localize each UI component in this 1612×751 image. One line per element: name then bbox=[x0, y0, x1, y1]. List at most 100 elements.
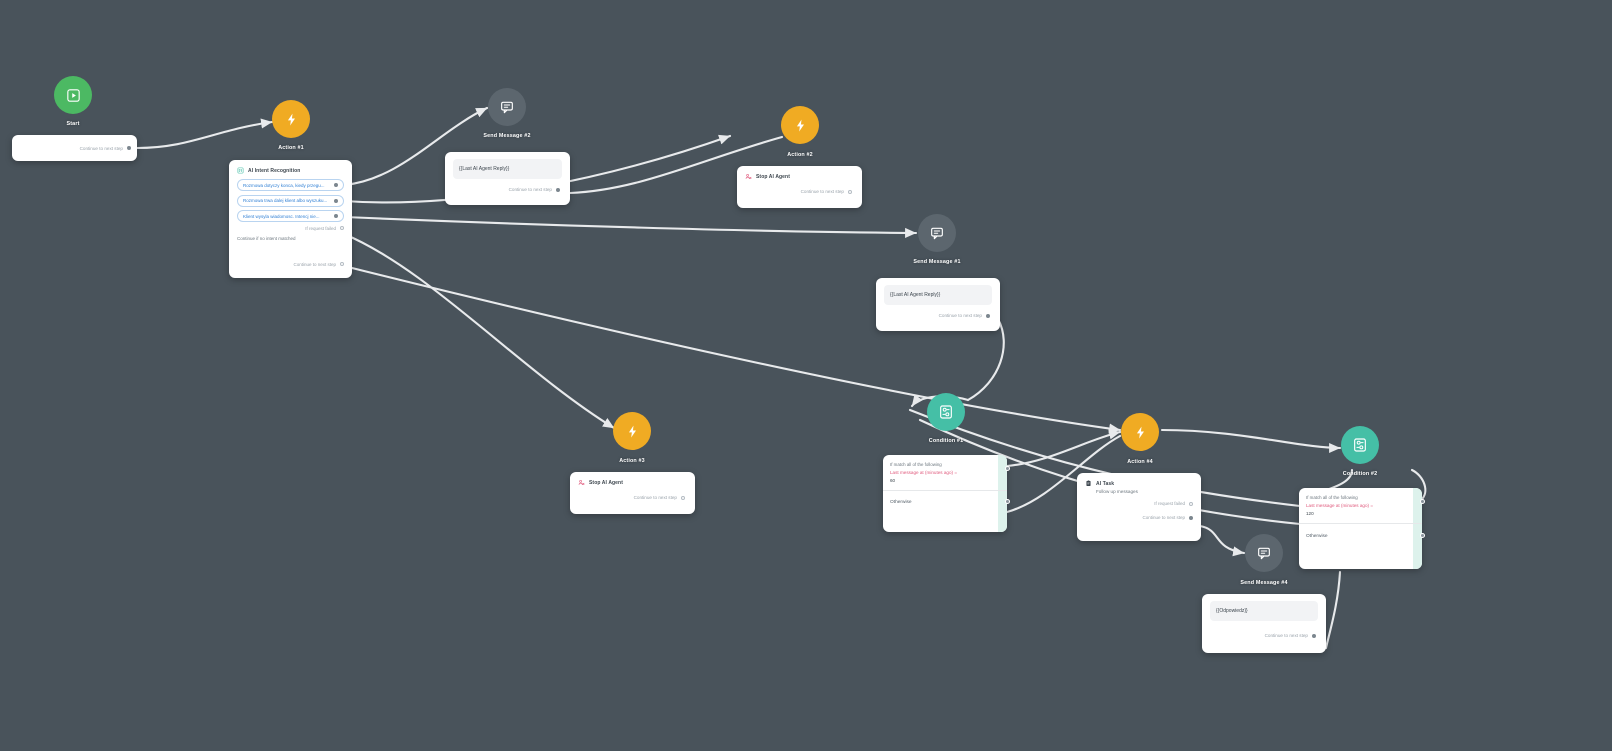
start-continue-row[interactable]: Continue to next step bbox=[12, 137, 137, 160]
node-send-message-4[interactable] bbox=[1245, 534, 1283, 572]
condition-otherwise-label: Otherwise bbox=[890, 499, 912, 505]
card-condition-2[interactable]: If match all of the following Last messa… bbox=[1299, 488, 1425, 569]
condition-icon bbox=[940, 405, 952, 419]
connector-dot[interactable] bbox=[1004, 466, 1010, 471]
node-label-action-1: Action #1 bbox=[278, 145, 304, 151]
ai-task-icon bbox=[1086, 480, 1091, 486]
node-label-condition-1: Condition #1 bbox=[928, 438, 964, 444]
connector-dot[interactable] bbox=[1419, 532, 1425, 538]
lightning-icon bbox=[1136, 426, 1144, 438]
node-action-2[interactable] bbox=[781, 106, 819, 144]
continue-row[interactable]: Continue to next step bbox=[453, 187, 562, 192]
message-body[interactable]: {{Odpowiedz}} bbox=[1210, 601, 1318, 621]
condition-branch-match[interactable]: If match all of the following Last messa… bbox=[883, 455, 1010, 490]
chat-icon bbox=[931, 227, 943, 240]
condition-expression: Last message at (minutes ago) = bbox=[890, 470, 958, 475]
connector-dot[interactable] bbox=[681, 495, 685, 500]
no-intent-label: Continue if no intent matched bbox=[237, 235, 296, 241]
ai-task-subtitle: Follow up messages bbox=[1096, 489, 1138, 494]
request-failed-row[interactable]: If request failed bbox=[237, 226, 344, 231]
node-send-message-1[interactable] bbox=[918, 214, 956, 252]
card-title: AI Task bbox=[1096, 480, 1115, 487]
request-failed-label: If request failed bbox=[305, 225, 336, 231]
card-action-1[interactable]: AI Intent Recognition Rozmowa dotyczy ko… bbox=[229, 160, 352, 278]
stop-agent-icon bbox=[745, 174, 752, 179]
node-action-4[interactable] bbox=[1121, 413, 1159, 451]
card-send-message-4[interactable]: {{Odpowiedz}} Continue to next step bbox=[1202, 594, 1326, 653]
connector-dot[interactable] bbox=[334, 183, 338, 187]
play-icon bbox=[66, 88, 80, 102]
continue-label: Continue to next step bbox=[293, 261, 336, 267]
connector-dot[interactable] bbox=[127, 146, 131, 150]
intent-icon bbox=[237, 167, 244, 174]
card-header: Stop AI Agent bbox=[578, 479, 687, 486]
connector-dot[interactable] bbox=[556, 187, 560, 192]
message-body[interactable]: {{Last AI Agent Reply}} bbox=[453, 159, 562, 179]
node-label-send-message-2: Send Message #2 bbox=[483, 133, 531, 139]
intent-label: Rozmowa trwa dalej klient albo wyszuku..… bbox=[243, 198, 328, 203]
node-label-send-message-1: Send Message #1 bbox=[913, 259, 961, 265]
card-header: Stop AI Agent bbox=[745, 173, 854, 180]
condition-expression: Last message at (minutes ago) = bbox=[1306, 503, 1374, 508]
card-header: AI Intent Recognition bbox=[237, 167, 344, 174]
intent-chip-2[interactable]: Rozmowa trwa dalej klient albo wyszuku..… bbox=[237, 194, 344, 207]
continue-row[interactable]: Continue to next step bbox=[1210, 633, 1318, 638]
continue-label: Continue to next step bbox=[938, 313, 982, 318]
condition-branch-otherwise[interactable]: Otherwise bbox=[1299, 522, 1425, 549]
connector-dot[interactable] bbox=[1004, 498, 1010, 504]
connector-dot[interactable] bbox=[1189, 515, 1193, 520]
condition-value: 120 bbox=[1306, 510, 1314, 516]
node-start[interactable] bbox=[54, 76, 92, 114]
continue-label: Continue to next step bbox=[1264, 633, 1308, 638]
connector-dot[interactable] bbox=[1189, 501, 1193, 506]
continue-label: Continue to next step bbox=[508, 187, 552, 192]
condition-match-label: If match all of the following bbox=[1306, 495, 1358, 500]
card-send-message-2[interactable]: {{Last AI Agent Reply}} Continue to next… bbox=[445, 152, 570, 205]
node-label-action-4: Action #4 bbox=[1127, 459, 1153, 465]
card-action-2[interactable]: Stop AI Agent Continue to next step bbox=[737, 166, 862, 208]
lightning-icon bbox=[796, 119, 804, 131]
intent-chip-1[interactable]: Rozmowa dotyczy konca, kiedy przegu... bbox=[237, 179, 344, 191]
continue-label: Continue to next step bbox=[800, 189, 844, 194]
intent-chip-3[interactable]: Klient wysyla wiadomosc. Intencj nie... bbox=[237, 210, 344, 222]
node-condition-2[interactable] bbox=[1341, 426, 1379, 464]
condition-icon bbox=[1354, 438, 1366, 452]
continue-label: Continue to next step bbox=[1142, 515, 1185, 520]
card-condition-1[interactable]: If match all of the following Last messa… bbox=[883, 455, 1010, 532]
connector-dot[interactable] bbox=[334, 198, 338, 203]
card-send-message-1[interactable]: {{Last AI Agent Reply}} Continue to next… bbox=[876, 278, 1000, 331]
node-send-message-2[interactable] bbox=[488, 88, 526, 126]
condition-accent-bar bbox=[1413, 488, 1422, 569]
continue-row[interactable]: Continue to next step bbox=[578, 495, 687, 500]
connector-dot[interactable] bbox=[986, 313, 990, 318]
message-body[interactable]: {{Last AI Agent Reply}} bbox=[884, 285, 992, 305]
connector-dot[interactable] bbox=[1419, 499, 1425, 504]
continue-row[interactable]: Continue to next step bbox=[237, 262, 344, 267]
connector-dot[interactable] bbox=[334, 214, 338, 218]
stop-agent-icon bbox=[578, 480, 585, 485]
condition-value: 60 bbox=[890, 477, 896, 483]
condition-branch-otherwise[interactable]: Otherwise bbox=[883, 489, 1010, 514]
connector-dot[interactable] bbox=[340, 262, 344, 266]
continue-row[interactable]: Continue to next step bbox=[745, 189, 854, 194]
request-failed-row[interactable]: If request failed bbox=[1085, 501, 1193, 506]
lightning-icon bbox=[628, 425, 636, 437]
connector-dot[interactable] bbox=[1312, 633, 1316, 638]
card-header: AI Task bbox=[1085, 480, 1193, 487]
card-title: Stop AI Agent bbox=[589, 479, 623, 486]
start-continue-label: Continue to next step bbox=[79, 145, 123, 151]
node-action-3[interactable] bbox=[613, 412, 651, 450]
connector-dot[interactable] bbox=[340, 226, 344, 230]
node-action-1[interactable] bbox=[272, 100, 310, 138]
continue-row[interactable]: Continue to next step bbox=[884, 313, 992, 318]
chat-icon bbox=[501, 101, 513, 114]
node-label-action-2: Action #2 bbox=[787, 152, 813, 158]
card-action-3[interactable]: Stop AI Agent Continue to next step bbox=[570, 472, 695, 514]
node-condition-1[interactable] bbox=[927, 393, 965, 431]
card-action-4[interactable]: AI Task Follow up messages If request fa… bbox=[1077, 473, 1201, 541]
continue-row[interactable]: Continue to next step bbox=[1085, 515, 1193, 520]
card-start[interactable]: Continue to next step bbox=[12, 135, 137, 161]
connector-dot[interactable] bbox=[848, 189, 852, 194]
condition-branch-match[interactable]: If match all of the following Last messa… bbox=[1299, 488, 1425, 523]
